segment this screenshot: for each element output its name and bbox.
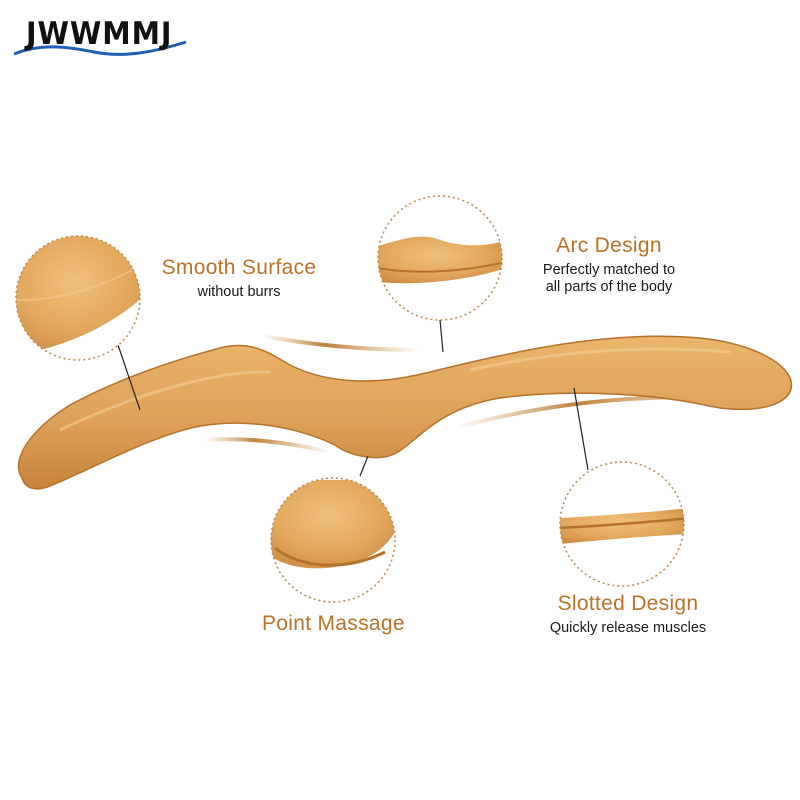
arc-design-subtitle-line1: Perfectly matched to (542, 262, 676, 278)
detail-circle-arc-design (377, 195, 503, 321)
slotted-design-title: Slotted Design (557, 592, 699, 615)
point-massage-title: Point Massage (262, 612, 405, 635)
detail-circle-smooth-surface (15, 235, 141, 361)
swoosh-top-line (261, 334, 421, 352)
detail-circle-point-massage (270, 477, 396, 603)
brand-logo: JWWMMJ (14, 12, 189, 58)
arc-design-subtitle-line2: all parts of the body (545, 279, 673, 295)
smooth-surface-title: Smooth Surface (161, 256, 317, 279)
label-point-massage: Point Massage (262, 612, 442, 636)
logo-swoosh-icon (14, 40, 187, 56)
detail-circle-slotted-design (559, 461, 685, 587)
label-smooth-surface: Smooth Surface without burrs (153, 256, 325, 300)
logo-text: JWWMMJ (26, 16, 173, 52)
connector-slot (573, 387, 589, 471)
slotted-design-subtitle: Quickly release muscles (549, 620, 707, 636)
label-slotted-design: Slotted Design Quickly release muscles (530, 592, 726, 636)
smooth-surface-subtitle: without burrs (197, 284, 281, 300)
label-arc-design: Arc Design Perfectly matched to all part… (528, 234, 690, 295)
connector-point (359, 455, 369, 477)
wooden-massage-tool (17, 335, 793, 490)
connector-arc (439, 319, 444, 353)
connector-smooth (117, 344, 141, 411)
arc-design-title: Arc Design (556, 234, 662, 257)
swoosh-bottom-line (204, 437, 331, 454)
